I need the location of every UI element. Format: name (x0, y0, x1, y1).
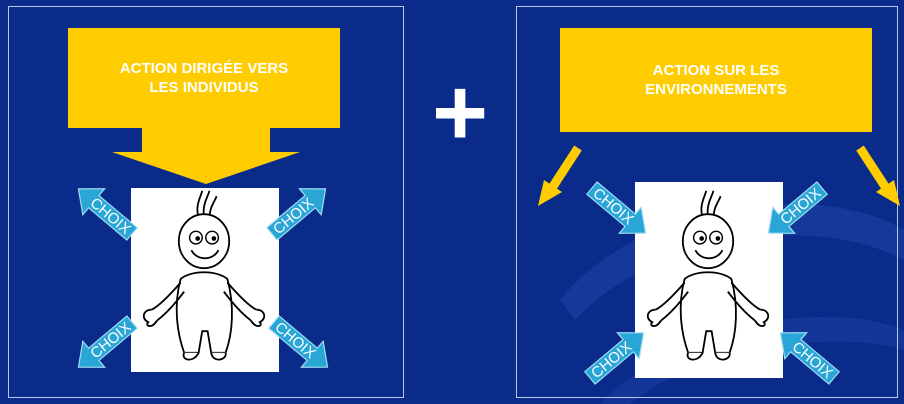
arrow-down-left-icon (538, 148, 578, 206)
down-arrow-icon (112, 128, 300, 184)
choice-label: CHOIX (777, 185, 824, 229)
arrow-down-right-icon (860, 148, 900, 206)
choice-label: CHOIX (87, 319, 134, 363)
choice-label: CHOIX (589, 185, 636, 229)
choice-label: CHOIX (789, 338, 836, 382)
choice-label: CHOIX (588, 338, 635, 382)
choice-label: CHOIX (87, 194, 134, 238)
